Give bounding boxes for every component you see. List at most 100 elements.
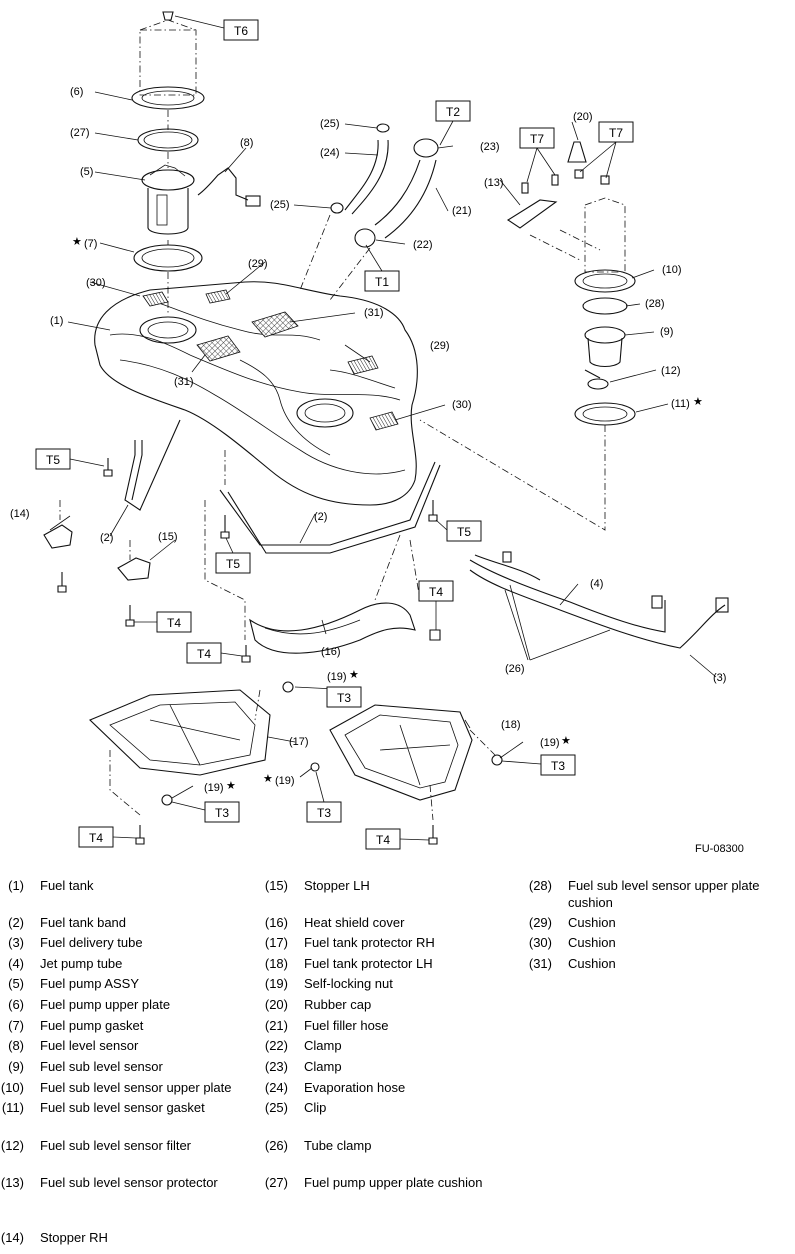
- legend-num: (11): [1, 1100, 24, 1115]
- legend-item-23: (23) Clamp: [264, 1058, 342, 1075]
- heat-shield-cover: [249, 602, 416, 654]
- callout-8: (8): [240, 137, 253, 149]
- legend-item-28: (28) Fuel sub level sensor upper plate c…: [528, 877, 760, 911]
- legend-item-21: (21) Fuel filler hose: [264, 1017, 389, 1034]
- tag-t4b: T4: [167, 616, 181, 630]
- legend-num: (10): [0, 1080, 24, 1095]
- legend-name: Fuel tank protector LH: [304, 956, 433, 971]
- tag-t3d: T3: [551, 759, 565, 773]
- legend-name: Jet pump tube: [40, 956, 123, 971]
- legend-num: (3): [8, 935, 24, 950]
- tag-t1: T1: [375, 275, 389, 289]
- fuel-level-sensor: [197, 167, 261, 207]
- callout-22: (22): [413, 239, 433, 251]
- legend-num: (1): [8, 878, 24, 893]
- star-11: ★: [693, 396, 703, 408]
- legend-item-22: (22) Clamp: [264, 1037, 342, 1054]
- legend-num: (2): [8, 915, 24, 930]
- legend-name: Stopper LH: [304, 878, 370, 893]
- stopper-rh: [43, 524, 73, 549]
- legend-name: Self-locking nut: [304, 976, 393, 991]
- callout-19c: (19): [204, 782, 224, 794]
- legend-num: (14): [0, 1230, 24, 1245]
- legend-num: (8): [8, 1038, 24, 1053]
- stopper-lh: [117, 557, 151, 581]
- tag-t5b: T5: [226, 557, 240, 571]
- legend-name: Clamp: [304, 1059, 342, 1074]
- callout-30b: (30): [452, 399, 472, 411]
- rubber-cap: [567, 141, 587, 163]
- tag-t3a: T3: [337, 691, 351, 705]
- legend-item-29: (29) Cushion: [528, 914, 616, 931]
- legend-name: Tube clamp: [304, 1138, 372, 1153]
- legend-num: (25): [264, 1100, 288, 1115]
- callout-21: (21): [452, 205, 472, 217]
- legend-item-6: (6) Fuel pump upper plate: [0, 996, 170, 1013]
- legend-item-26: (26) Tube clamp: [264, 1137, 372, 1154]
- legend-name: Fuel tank protector RH: [304, 935, 435, 950]
- legend-num: (12): [0, 1138, 24, 1153]
- legend-num: (6): [8, 997, 24, 1012]
- legend-num: (16): [264, 915, 288, 930]
- tag-t5a: T5: [46, 453, 60, 467]
- legend-num: (13): [0, 1175, 24, 1190]
- callout-1: (1): [50, 315, 63, 327]
- legend-item-5: (5) Fuel pump ASSY: [0, 975, 139, 992]
- legend-name: Fuel sub level sensor gasket: [40, 1100, 205, 1115]
- callout-23: (23): [480, 141, 500, 153]
- legend-num: (23): [264, 1059, 288, 1074]
- callout-25a: (25): [320, 118, 340, 130]
- fuel-pump-upper-plate: [131, 11, 205, 110]
- legend-name: Fuel sub level sensor upper plate cushio…: [568, 877, 760, 911]
- legend-num: (4): [8, 956, 24, 971]
- legend-item-31: (31) Cushion: [528, 955, 616, 972]
- callout-27: (27): [70, 127, 90, 139]
- legend-name: Fuel sub level sensor: [40, 1059, 163, 1074]
- callout-17: (17): [289, 736, 309, 748]
- legend-name: Fuel pump ASSY: [40, 976, 139, 991]
- callout-30a: (30): [86, 277, 106, 289]
- tag-t2: T2: [446, 105, 460, 119]
- callout-4: (4): [590, 578, 603, 590]
- legend-num: (15): [264, 878, 288, 893]
- legend-item-16: (16) Heat shield cover: [264, 914, 405, 931]
- callout-31b: (31): [174, 376, 194, 388]
- leader-lines: [49, 91, 717, 799]
- fuel-sub-level-sensor-gasket: [574, 402, 636, 426]
- fuel-tank: [94, 281, 418, 506]
- legend-num: (5): [8, 976, 24, 991]
- legend-name: Fuel pump upper plate cushion: [304, 1175, 483, 1190]
- star-19c: ★: [226, 780, 236, 792]
- callout-29b: (29): [430, 340, 450, 352]
- legend-name-line2: cushion: [568, 895, 613, 910]
- callout-13: (13): [484, 177, 504, 189]
- fuel-pump-upper-plate-cushion: [137, 128, 199, 152]
- tag-t3b: T3: [215, 806, 229, 820]
- callout-26: (26): [505, 663, 525, 675]
- legend-name: Fuel filler hose: [304, 1018, 389, 1033]
- evaporation-hose: [330, 123, 390, 215]
- legend-num: (17): [264, 935, 288, 950]
- fuel-filler-hose: [354, 138, 439, 248]
- legend-name-line1: Fuel sub level sensor upper plate: [568, 878, 760, 893]
- legend-name: Clamp: [304, 1038, 342, 1053]
- cushion-pads: [142, 289, 399, 431]
- callout-7: (7): [84, 238, 97, 250]
- callout-10: (10): [662, 264, 682, 276]
- fuel-tank-protector-rh: [89, 689, 271, 776]
- legend-item-10: (10) Fuel sub level sensor upper plate: [0, 1079, 232, 1096]
- legend-num: (27): [264, 1175, 288, 1190]
- tag-t7a: T7: [530, 132, 544, 146]
- callout-15: (15): [158, 531, 178, 543]
- legend-num: (28): [528, 878, 552, 893]
- fuel-pump-assy: [141, 164, 195, 235]
- callout-5: (5): [80, 166, 93, 178]
- fuel-sub-level-sensor-protector: [506, 174, 559, 229]
- parts-legend: (1) Fuel tank (2) Fuel tank band (3) Fue…: [0, 870, 795, 1254]
- callout-18: (18): [501, 719, 521, 731]
- legend-name: Fuel level sensor: [40, 1038, 139, 1053]
- legend-item-18: (18) Fuel tank protector LH: [264, 955, 433, 972]
- legend-item-2: (2) Fuel tank band: [0, 914, 126, 931]
- legend-name: Evaporation hose: [304, 1080, 406, 1095]
- legend-item-7: (7) Fuel pump gasket: [0, 1017, 143, 1034]
